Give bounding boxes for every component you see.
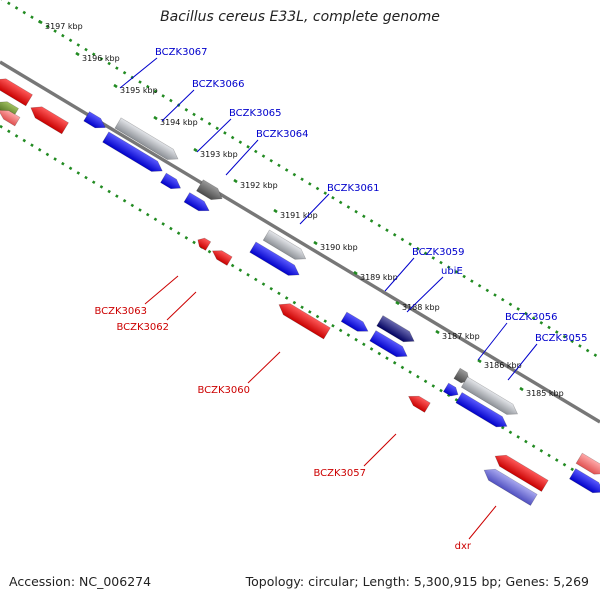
label-leader-line	[406, 276, 444, 313]
scale-tick-mark	[113, 83, 118, 89]
gene-reverse-arrow	[278, 303, 331, 340]
gene-pink-bar	[0, 110, 21, 127]
gene-label-forward: BCZK3065	[229, 108, 282, 119]
gene-label-forward: BCZK3067	[155, 47, 208, 58]
label-leader-line	[166, 291, 197, 321]
scale-tick-mark	[519, 386, 524, 392]
scale-tick-mark	[353, 270, 358, 276]
scale-tick-mark	[313, 240, 318, 246]
label-leader-line	[363, 433, 397, 467]
scale-tick-label: 3187 kbp	[442, 332, 480, 341]
scale-tick-mark	[193, 147, 198, 153]
gene-label-forward: BCZK3059	[412, 247, 465, 258]
scale-tick-mark	[153, 115, 158, 121]
gene-dark-bar	[196, 179, 223, 200]
label-leader-line	[507, 343, 538, 381]
gene-reverse-arrow	[408, 395, 431, 413]
scale-tick-mark	[233, 178, 238, 184]
gene-pseudo-bar	[114, 117, 179, 160]
gene-pink-bar	[575, 452, 600, 475]
label-leader-line	[161, 89, 195, 122]
scale-tick-label: 3191 kbp	[280, 211, 318, 220]
gene-forward-arrow	[569, 468, 600, 494]
scale-tick-label: 3194 kbp	[160, 118, 198, 127]
gene-dxr-bar	[483, 468, 538, 506]
label-leader-line	[477, 322, 508, 361]
scale-tick-mark	[273, 208, 278, 214]
scale-tick-mark	[395, 300, 400, 306]
gene-label-reverse: BCZK3057	[313, 468, 366, 479]
gene-reverse-arrow	[197, 237, 212, 251]
gene-forward-arrow	[160, 172, 182, 190]
scale-tick-mark	[38, 19, 43, 25]
scale-tick-mark	[477, 358, 482, 364]
gene-forward-arrow	[83, 111, 106, 129]
gene-pseudo-bar	[460, 376, 519, 415]
gene-ubiE-bar	[376, 315, 415, 343]
inner-scale-line	[0, 124, 600, 488]
gene-label-reverse: dxr	[455, 541, 472, 552]
topology-text: Topology: circular; Length: 5,300,915 bp…	[245, 574, 589, 589]
gene-label-forward: BCZK3064	[256, 129, 309, 140]
gene-pseudo-bar	[262, 229, 307, 260]
gene-forward-arrow	[102, 131, 163, 172]
gene-forward-arrow	[443, 382, 459, 397]
gene-forward-arrow	[340, 311, 369, 332]
gene-reverse-arrow	[494, 454, 549, 492]
scale-tick-mark	[435, 329, 440, 335]
gene-forward-arrow	[249, 241, 300, 276]
label-leader-line	[144, 275, 179, 305]
gene-label-forward: BCZK3066	[192, 79, 245, 90]
scale-tick-mark	[75, 51, 80, 57]
gene-reverse-arrow	[211, 250, 233, 266]
gene-label-forward: BCZK3061	[327, 183, 380, 194]
scale-tick-label: 3192 kbp	[240, 181, 278, 190]
gene-reverse-arrow	[30, 106, 69, 135]
scale-tick-label: 3197 kbp	[45, 22, 83, 31]
gene-forward-arrow	[369, 330, 408, 358]
scale-tick-label: 3188 kbp	[402, 303, 440, 312]
scale-tick-label: 3189 kbp	[360, 273, 398, 282]
scale-tick-label: 3196 kbp	[82, 54, 120, 63]
gene-reverse-arrow	[0, 78, 33, 107]
gene-forward-arrow	[455, 392, 508, 428]
gene-label-reverse: BCZK3063	[94, 306, 147, 317]
scale-tick-label: 3190 kbp	[320, 243, 358, 252]
label-leader-line	[196, 118, 232, 153]
gene-label-forward: BCZK3055	[535, 333, 588, 344]
gene-label-reverse: BCZK3060	[197, 385, 250, 396]
label-leader-line	[247, 351, 281, 384]
gene-label-reverse: BCZK3062	[116, 322, 169, 333]
genome-title: Bacillus cereus E33L, complete genome	[160, 9, 440, 25]
label-leader-line	[119, 57, 158, 89]
gene-forward-arrow	[183, 192, 210, 212]
label-leader-line	[468, 505, 497, 540]
accession-text: Accession: NC_006274	[9, 574, 152, 589]
scale-tick-label: 3185 kbp	[526, 389, 564, 398]
label-leader-line	[384, 257, 415, 292]
scale-tick-label: 3193 kbp	[200, 150, 238, 159]
label-leader-line	[225, 139, 259, 176]
scale-tick-label: 3186 kbp	[484, 361, 522, 370]
label-leader-line	[299, 193, 330, 225]
gene-label-forward: ubiE	[441, 266, 463, 277]
gene-label-forward: BCZK3056	[505, 312, 558, 323]
scale-tick-label: 3195 kbp	[120, 86, 158, 95]
